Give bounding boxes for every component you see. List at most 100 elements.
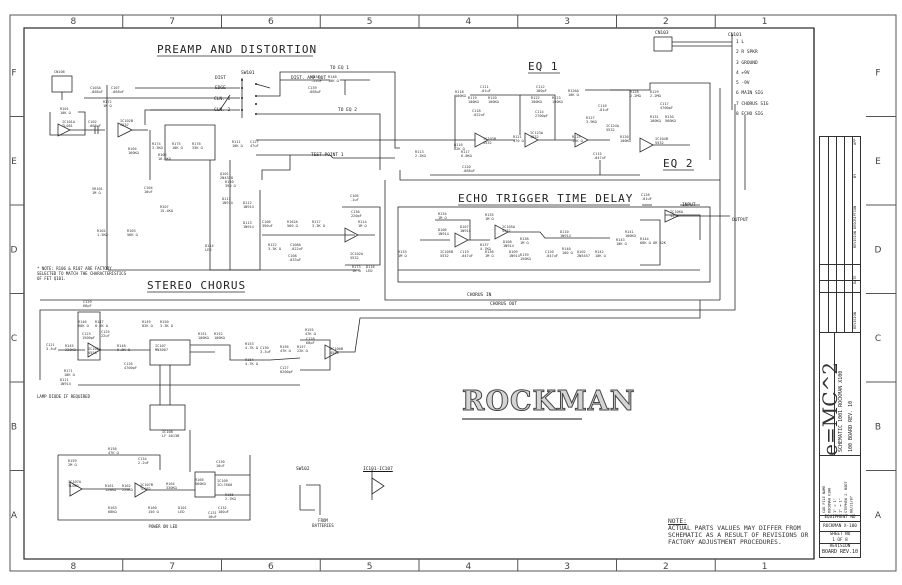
part-value: .022uF <box>290 247 303 252</box>
part-value: 4.7K Ω <box>245 362 258 367</box>
part-ref: R173 <box>352 265 361 269</box>
part-ref: R151 <box>198 332 207 336</box>
opamp-ic102b <box>117 122 133 138</box>
part-ref: R116 <box>454 143 463 147</box>
title-block: REVISION DATE REVISION DESCRIPTION BY AP… <box>818 136 861 558</box>
part-label: C118.022uF <box>472 109 485 117</box>
part-value: .01uF <box>598 108 609 113</box>
part-value: LF 4013B <box>162 434 180 439</box>
part-ref: R150 <box>160 320 169 324</box>
part-ref: R155 <box>305 328 314 332</box>
part-ref: CN106 <box>54 70 65 74</box>
part-value: 4700pF <box>124 366 137 371</box>
part-ref: R143 <box>616 238 625 242</box>
footer-note-line-3: FACTORY ADJUSTMENT PROCEDURES. <box>668 539 782 546</box>
part-ref: R154 <box>245 358 254 362</box>
part-ref: R119 <box>468 96 477 100</box>
opamp-ic105b <box>454 232 469 248</box>
app-col-label: APP <box>853 139 857 146</box>
part-ref: R156 <box>280 345 289 349</box>
drawing-date: 08/21/87 <box>849 496 854 513</box>
part-ref: C128 <box>641 193 650 197</box>
part-label: C116.01uF <box>598 104 609 112</box>
part-ref: R122 <box>268 243 277 247</box>
connector-pin: 2 R SPKR <box>736 50 758 56</box>
net-chorus-in: CHORUS IN <box>467 293 492 298</box>
part-value: 4558 <box>330 351 339 356</box>
preamp-note: * NOTE: R106 & R107 ARE FACTORY SELECTED… <box>37 266 127 281</box>
part-value: 10K Ω <box>616 242 627 247</box>
part-ref: R163 <box>108 506 117 510</box>
section-title-eq2: EQ 2 <box>663 157 694 170</box>
part-value: 82K Ω <box>142 324 153 329</box>
part-label: C128.01uF <box>641 193 652 201</box>
part-ref: C131 <box>208 511 217 515</box>
part-ref: C127 <box>250 140 259 144</box>
part-label: C102.068uF <box>88 120 101 128</box>
zone-row-label: D <box>875 245 882 255</box>
revision-label: REVISION <box>829 544 851 549</box>
net-to-eq1: TO EQ 1 <box>330 66 349 71</box>
net-chorus-out: CHORUS OUT <box>490 302 518 307</box>
part-ref: R165 <box>225 493 234 497</box>
part-value: 3.3K Ω <box>160 324 173 329</box>
part-value: 2.2MΩ <box>650 94 661 99</box>
part-ref: R107 <box>160 205 169 209</box>
part-ref: R114 <box>358 220 367 224</box>
part-value: 47K Ω <box>280 349 291 354</box>
zone-column-label: 6 <box>268 562 274 572</box>
part-ref: R111 <box>232 140 241 144</box>
part-ref: R148 <box>328 75 337 79</box>
zone-column-label: 6 <box>268 17 274 27</box>
part-value: 33K Ω <box>192 146 203 151</box>
opamp-ic101a <box>57 123 71 137</box>
revision-value: BOARD REV.10 <box>821 548 859 555</box>
section-title-preamp: PREAMP AND DISTORTION <box>157 43 317 56</box>
part-ref: R162 <box>122 484 131 488</box>
part-ref: R157 <box>297 345 306 349</box>
part-ref: R134 <box>438 212 447 216</box>
part-value: 56K Ω <box>127 233 138 238</box>
part-ref: R161 <box>105 484 114 488</box>
part-value: 180pF <box>536 89 547 94</box>
part-value: 390uF <box>262 224 273 229</box>
drawing-value: SCHEMATIC 1001 ROCKMAN X100 <box>838 370 844 452</box>
part-ref: C134 <box>138 457 147 461</box>
drawing-metadata: CAD FILE NAME ROCKMAN X100 1" = 1" 1" = … <box>820 455 860 516</box>
part-value: .068uF <box>90 90 103 95</box>
connector-cn101 <box>653 35 733 110</box>
part-value: 47K Ω <box>108 451 119 456</box>
part-ref: C112 <box>536 85 545 89</box>
part-value: .068uF <box>88 124 101 129</box>
part-ref: C121 <box>46 343 55 347</box>
part-value: .068uF <box>462 169 475 174</box>
part-ref: C103A <box>90 86 101 90</box>
